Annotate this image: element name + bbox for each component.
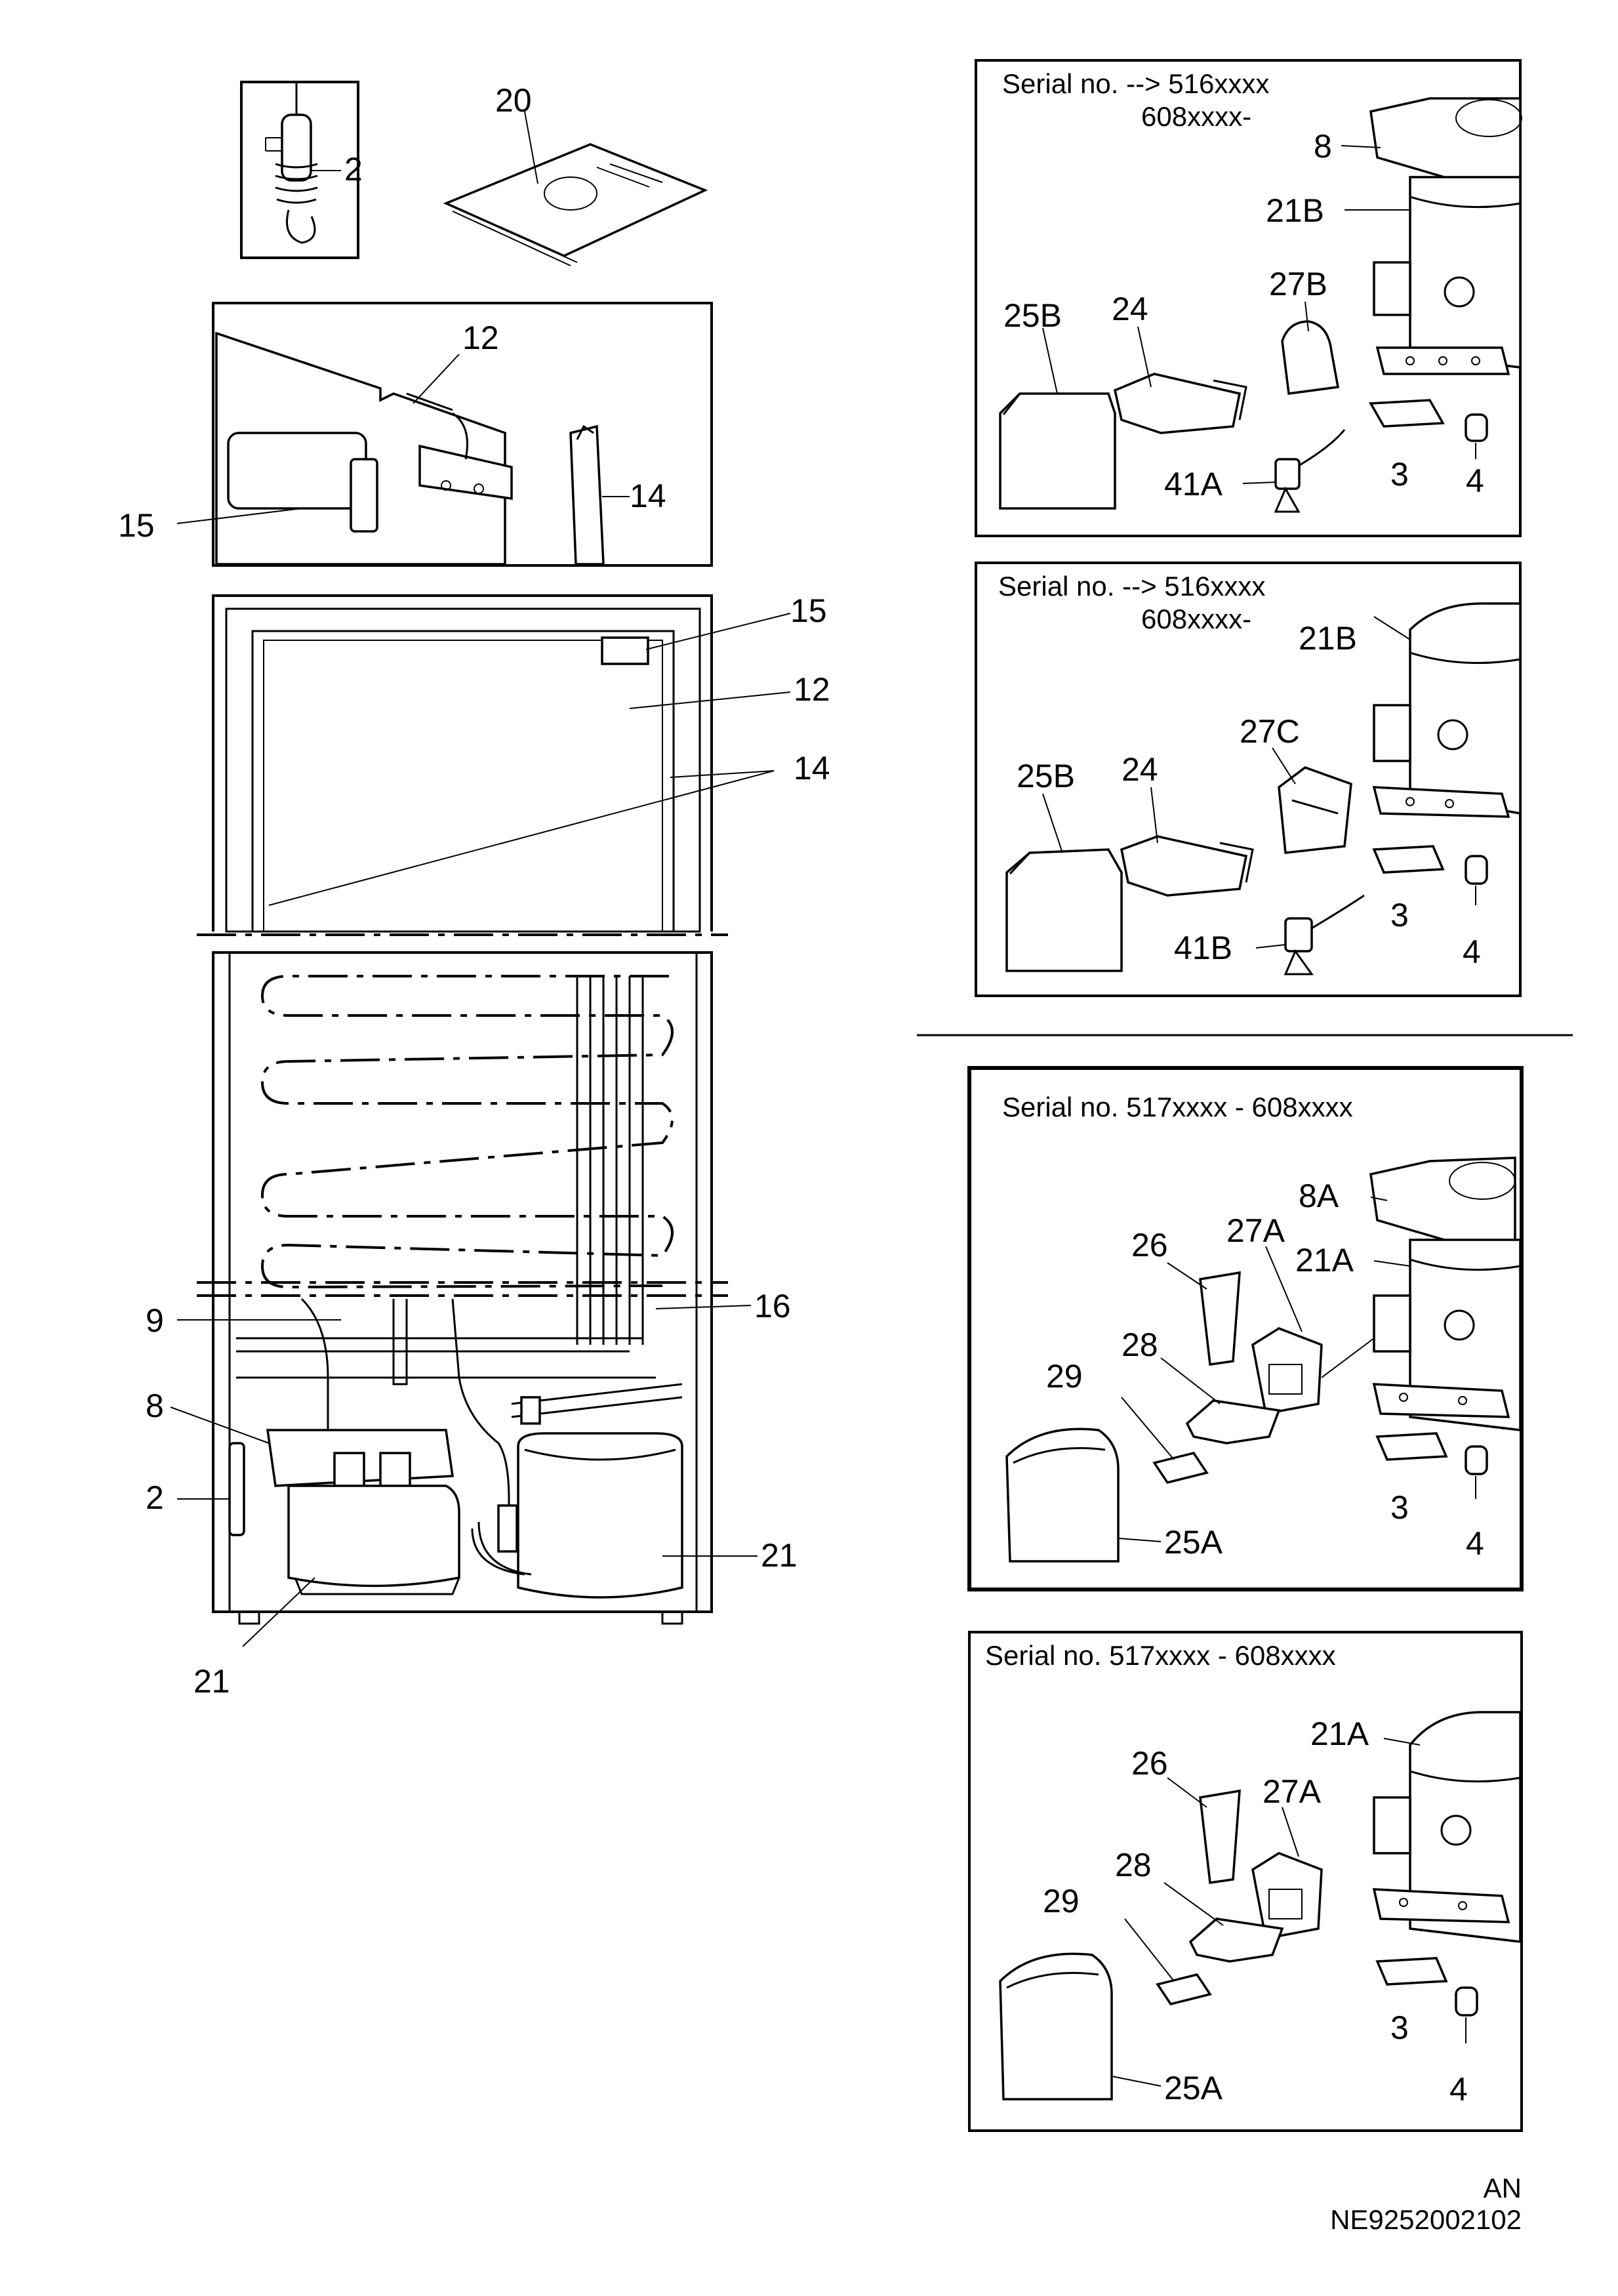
p1-label-4: 4 — [1466, 462, 1484, 499]
label-21-compressor-left: 21 — [193, 1663, 230, 1700]
p2-label-24: 24 — [1122, 751, 1158, 788]
label-12-door-inner-panel: 12 — [794, 671, 830, 708]
door-parts-inset: 14 12 15 — [118, 302, 713, 567]
instruction-manual: 20 — [443, 82, 708, 266]
p1-label-8: 8 — [1314, 128, 1332, 165]
panel4-serial: Serial no. 517xxxx - 608xxxx — [985, 1640, 1336, 1671]
p4-label-26: 26 — [1131, 1745, 1168, 1782]
p1-label-41A: 41A — [1164, 466, 1223, 502]
p2-label-41B: 41B — [1174, 930, 1232, 966]
panel2-serial-line2: 608xxxx- — [1141, 604, 1251, 634]
p2-label-3: 3 — [1390, 897, 1409, 933]
cabinet-back: 16 9 8 2 21 21 — [146, 951, 798, 1700]
p4-label-28: 28 — [1115, 1847, 1152, 1883]
p3-label-8A: 8A — [1299, 1178, 1339, 1214]
panel-serial-516-a: Serial no. --> 516xxxx 608xxxx- 8 21B 27… — [975, 59, 1522, 537]
p3-label-28: 28 — [1122, 1326, 1158, 1363]
label-2-sensor-mounted: 2 — [146, 1479, 164, 1516]
thermostat-sensor-inset: 2 — [240, 81, 363, 259]
p3-label-25A: 25A — [1164, 1524, 1223, 1561]
panel3-serial: Serial no. 517xxxx - 608xxxx — [1002, 1092, 1353, 1122]
label-14-door-seal: 14 — [630, 478, 666, 514]
p1-label-24: 24 — [1112, 291, 1148, 327]
label-8-cover: 8 — [146, 1387, 164, 1424]
label-15-shelf: 15 — [118, 507, 155, 544]
p3-label-4: 4 — [1466, 1525, 1484, 1562]
label-12-door-panel: 12 — [462, 319, 499, 356]
label-14-door-gasket: 14 — [794, 750, 830, 787]
p2-label-4: 4 — [1463, 933, 1481, 970]
panel1-serial-line2: 608xxxx- — [1141, 101, 1251, 132]
p3-label-21A: 21A — [1295, 1242, 1354, 1279]
p1-label-21B: 21B — [1266, 192, 1324, 229]
label-15-door-shelf: 15 — [790, 592, 827, 629]
panel-serial-517-b: Serial no. 517xxxx - 608xxxx 21A 26 27A … — [968, 1631, 1523, 2132]
p4-label-4: 4 — [1449, 2071, 1468, 2108]
p4-label-3: 3 — [1390, 2009, 1409, 2046]
label-9-pipe: 9 — [146, 1302, 164, 1339]
p3-label-3: 3 — [1390, 1489, 1409, 1526]
p3-label-29: 29 — [1046, 1358, 1083, 1395]
p3-label-27A: 27A — [1226, 1212, 1285, 1249]
label-2-sensor: 2 — [344, 151, 363, 188]
p4-label-21A: 21A — [1310, 1715, 1369, 1752]
panel1-serial-line1: Serial no. --> 516xxxx — [1002, 68, 1269, 99]
p4-label-29: 29 — [1043, 1883, 1080, 1919]
footer-code-an: AN — [1484, 2173, 1522, 2204]
p2-label-25B: 25B — [1017, 758, 1075, 794]
p1-label-3: 3 — [1390, 456, 1409, 493]
p1-label-27B: 27B — [1269, 266, 1327, 302]
panel2-serial-line1: Serial no. --> 516xxxx — [998, 571, 1265, 602]
label-20-manual: 20 — [495, 82, 532, 119]
label-21-compressor-right: 21 — [761, 1537, 798, 1574]
panel-serial-517-a: Serial no. 517xxxx - 608xxxx 8A 21A 26 2… — [967, 1066, 1524, 1591]
door-front: 15 12 14 — [197, 592, 830, 936]
footer-drawing-number: NE9252002102 — [1330, 2204, 1522, 2235]
label-16-condenser: 16 — [754, 1288, 791, 1324]
p2-label-27C: 27C — [1240, 713, 1300, 750]
panel-serial-516-b: Serial no. --> 516xxxx 608xxxx- 21B 27C … — [975, 562, 1522, 997]
p3-label-26: 26 — [1131, 1227, 1168, 1263]
p2-label-21B: 21B — [1299, 620, 1357, 657]
p1-label-25B: 25B — [1003, 297, 1062, 334]
p4-label-27A: 27A — [1263, 1773, 1322, 1810]
p4-label-25A: 25A — [1164, 2070, 1223, 2106]
